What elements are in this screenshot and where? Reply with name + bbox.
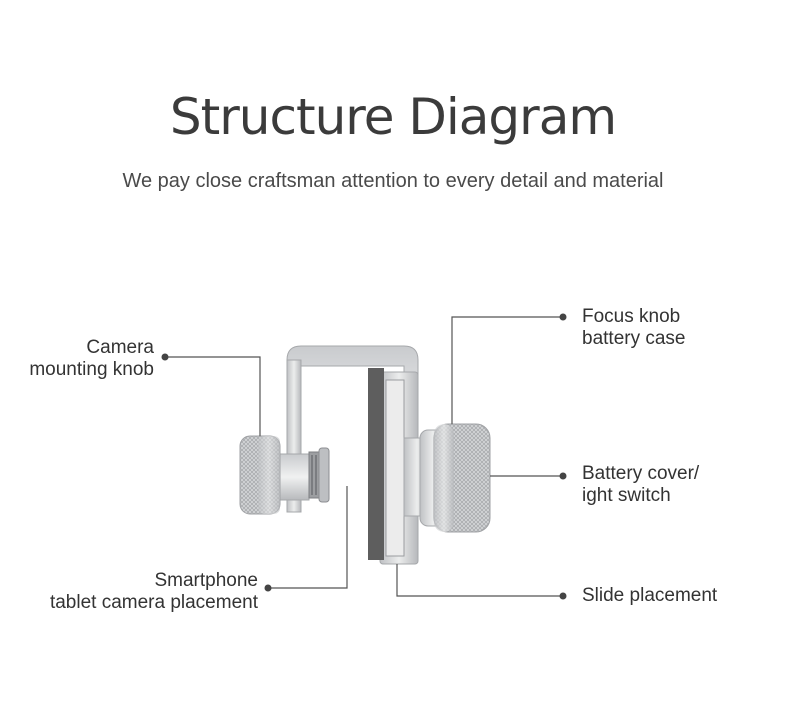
label-line: battery case	[582, 328, 686, 349]
leader-slide-placement	[396, 564, 563, 597]
label-line: Battery cover/	[582, 463, 700, 484]
leader-dot-battery-cover	[559, 472, 567, 480]
leader-focus-knob	[451, 316, 563, 424]
label-focus-knob: Focus knob battery case	[582, 306, 686, 350]
label-line: Smartphone	[154, 570, 258, 591]
leader-dot-slide-placement	[559, 592, 567, 600]
leader-dot-focus-knob	[559, 313, 567, 321]
label-camera-mounting-knob: Camera mounting knob	[29, 337, 154, 381]
label-phone-placement: Smartphone tablet camera placement	[50, 570, 258, 614]
label-line: Focus knob	[582, 306, 681, 327]
camera-mounting-knob	[239, 435, 330, 515]
label-line: tablet camera placement	[49, 592, 258, 613]
leader-phone-placement	[268, 486, 348, 589]
label-battery-cover: Battery cover/ ight switch	[582, 463, 699, 507]
leader-dot-phone-placement	[264, 584, 272, 592]
page-title: Structure Diagram	[169, 88, 617, 146]
label-line: mounting knob	[29, 359, 154, 380]
rubber-pad	[368, 368, 384, 560]
page-subtitle: We pay close craftsman attention to ever…	[122, 170, 664, 192]
leader-camera-knob	[165, 356, 261, 436]
focus-knob	[419, 423, 491, 533]
leader-dot-camera-knob	[161, 353, 169, 361]
label-line: Camera	[86, 337, 154, 358]
label-line: ight switch	[582, 485, 671, 506]
label-line: Slide placement	[582, 585, 718, 606]
label-slide-placement: Slide placement	[582, 585, 717, 607]
